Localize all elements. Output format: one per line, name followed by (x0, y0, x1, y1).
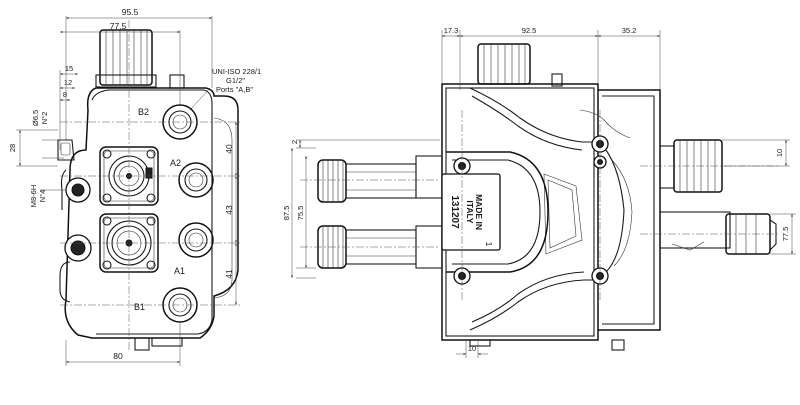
label-b2: B2 (138, 107, 149, 117)
label-b1: B1 (134, 302, 145, 312)
spool-handle-upper (317, 155, 443, 203)
dim-r77: 77.5 (781, 227, 790, 242)
dim-r10: 10 (775, 149, 784, 157)
body-outline (64, 87, 239, 339)
dim-12: 12 (64, 78, 72, 87)
dim-v40: 40 (224, 144, 234, 154)
dim-bottom-80: 80 (113, 351, 123, 361)
port-a1 (178, 222, 214, 258)
dim-hole-count: N°2 (40, 112, 49, 125)
dim-overall-width: 95.5 (122, 7, 139, 17)
dim-v41: 41 (224, 269, 234, 279)
dim-17: 17.3 (444, 26, 459, 35)
plate-one: 1 (484, 242, 494, 247)
port-a2 (178, 162, 214, 198)
nameplate (441, 173, 501, 251)
dim-28: 28 (8, 144, 17, 152)
dim-35: 35.2 (622, 26, 637, 35)
right-fitting-lower (659, 211, 777, 255)
plate-italy: ITALY (465, 200, 475, 223)
dim-v87: 87.5 (282, 206, 291, 221)
dim-2: 2 (290, 140, 299, 144)
side-top-fitting (477, 43, 563, 87)
dim-77: 77.5 (110, 21, 127, 31)
dim-thread-count: N°4 (38, 190, 47, 203)
dim-thread: M8-6H (29, 185, 38, 208)
dim-92: 92.5 (522, 26, 537, 35)
plate-made-in: MADE IN (474, 194, 484, 230)
label-a2: A2 (170, 158, 181, 168)
dim-v43: 43 (224, 205, 234, 215)
note-standard: UNI-ISO 228/1 (212, 67, 261, 76)
dim-15: 15 (65, 64, 73, 73)
dim-hole-dia: Ø6.5 (31, 110, 40, 126)
plate-code: 131207 (449, 195, 460, 229)
label-a1: A1 (174, 266, 185, 276)
dim-8: 8 (63, 90, 67, 99)
dim-b10: 10 (468, 344, 476, 353)
side-view: MADE IN ITALY 131207 1 (282, 26, 796, 358)
top-fitting (95, 29, 185, 89)
note-ports: Ports "A,B" (216, 85, 253, 94)
dim-v75: 75.5 (296, 206, 305, 221)
note-thread: G1/2" (226, 76, 245, 85)
front-view: 95.5 77.5 15 12 8 Ø6.5 N°2 28 M8-6H N°4 … (8, 7, 261, 366)
